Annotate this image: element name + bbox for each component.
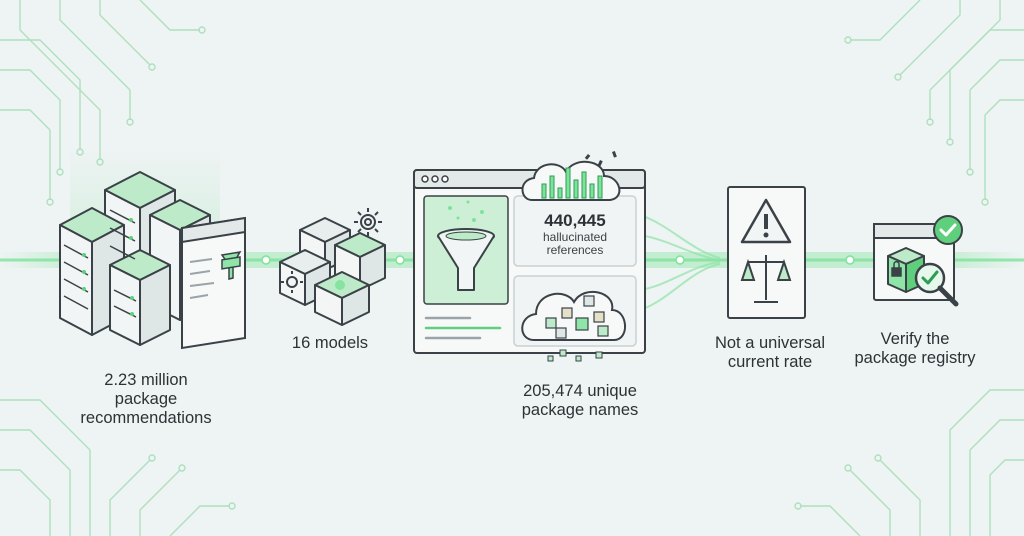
stat-hallucinated-value: 440,445	[544, 211, 606, 230]
lock-icon	[891, 261, 902, 277]
stat-hallucinated-caption: hallucinated references	[542, 230, 608, 257]
step3-label: 205,474 unique package names	[521, 382, 639, 419]
check-badge-icon	[933, 215, 963, 245]
circuit-traces-top-right	[844, 0, 1024, 206]
circuit-traces-bottom-left	[0, 399, 236, 536]
step5-label: Verify the package registry	[854, 330, 976, 367]
gear-icon-small	[281, 271, 303, 293]
step1-label: 2.23 million package recommendations	[80, 371, 212, 427]
warning-icon	[740, 198, 792, 244]
connection-nodes	[261, 255, 855, 265]
step4-label: Not a universal current rate	[714, 334, 826, 371]
filter-funnel-icon	[437, 228, 495, 291]
scatter-debris	[584, 150, 617, 167]
window-control-dots	[421, 175, 449, 183]
magnifier-check-icon	[914, 262, 959, 307]
circuit-traces-bottom-right	[794, 389, 1024, 536]
gear-icon	[354, 208, 382, 236]
step2-label: 16 models	[291, 334, 369, 352]
scales-icon	[740, 255, 792, 303]
data-stream-lines	[639, 214, 721, 311]
package-cloud-icon	[521, 291, 626, 341]
circuit-traces-top-left	[0, 0, 206, 206]
server-front	[109, 249, 171, 346]
bar-chart-cloud-icon	[521, 160, 621, 201]
